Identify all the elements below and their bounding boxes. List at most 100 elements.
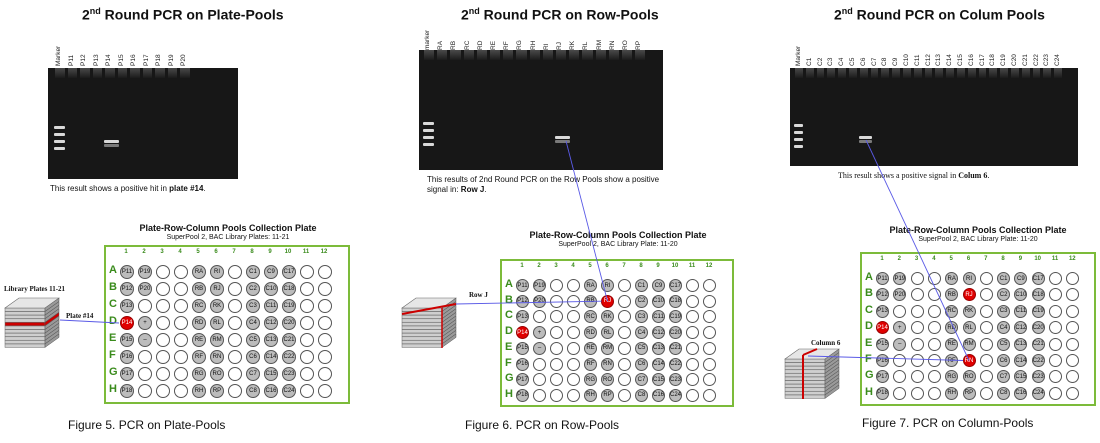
plate-well: C12 xyxy=(264,316,278,330)
lane-label: RJ xyxy=(556,42,563,50)
positive-band xyxy=(555,136,571,139)
gel-well xyxy=(913,68,922,78)
lane-label: C20 xyxy=(1011,54,1018,66)
stack-plate xyxy=(401,318,443,323)
plate-column-number: 12 xyxy=(1068,256,1076,262)
lane-label: C13 xyxy=(935,54,943,66)
plate-well xyxy=(550,310,563,324)
gel-well xyxy=(117,68,127,78)
plate-well xyxy=(550,373,563,387)
lane-label: P12 xyxy=(80,54,87,66)
plate-well xyxy=(533,310,546,324)
plate-well xyxy=(300,367,314,381)
plate-well xyxy=(156,282,170,296)
plate-well: P18 xyxy=(516,388,529,402)
gel-well xyxy=(516,50,527,60)
plate-well xyxy=(893,354,907,367)
lane-label: RA xyxy=(437,40,445,50)
plate-well: P13 xyxy=(120,299,134,313)
plate-well: C24 xyxy=(669,388,682,402)
plate-well: C14 xyxy=(652,357,665,371)
plate-well xyxy=(927,288,941,302)
plate-well xyxy=(910,386,924,400)
plate-column-number: 1 xyxy=(880,256,884,262)
plate-well xyxy=(228,384,242,398)
plate-well: RL xyxy=(962,321,976,335)
lane-label: RN xyxy=(608,40,616,50)
plate-row-letter: E xyxy=(865,336,873,349)
lane-label: marker xyxy=(424,29,431,50)
lane-label: C8 xyxy=(881,57,889,66)
plate-well: RC xyxy=(584,310,597,324)
plate-row-letter: B xyxy=(865,287,873,300)
plate-well: C7 xyxy=(246,367,260,381)
panel1-figure-caption: Figure 5. PCR on Plate-Pools xyxy=(68,418,226,432)
plate-row-letter: F xyxy=(109,349,116,361)
plate-column-number: 12 xyxy=(705,263,713,269)
plate-well: P16 xyxy=(876,354,889,367)
lane-label: P11 xyxy=(67,54,75,66)
plate-well xyxy=(318,333,332,347)
plate-well xyxy=(618,388,631,402)
plate-well xyxy=(156,367,170,381)
plate-well xyxy=(174,299,188,313)
plate-well: C5 xyxy=(246,333,260,347)
plate-well xyxy=(1049,386,1062,400)
plate-column-number: 7 xyxy=(232,249,236,255)
plate-column-number: 4 xyxy=(932,256,936,262)
gel-well xyxy=(622,50,633,60)
plate-well: C17 xyxy=(1031,272,1045,285)
stack-plate xyxy=(401,325,443,330)
plate-well xyxy=(927,304,941,318)
plate-well: P17 xyxy=(516,373,529,387)
plate-well xyxy=(927,354,941,367)
plate-column-number: 4 xyxy=(571,263,575,269)
plate-well xyxy=(567,310,580,324)
plate-well xyxy=(318,282,332,296)
plate-column-number: 8 xyxy=(639,263,643,269)
plate-well xyxy=(893,386,907,400)
plate-row-letter: G xyxy=(109,366,118,378)
plate-well: C2 xyxy=(997,288,1011,302)
plate-well xyxy=(910,370,924,384)
panel1-library-stack xyxy=(4,297,60,348)
plate-well: P14 xyxy=(876,321,889,335)
plate-well: C3 xyxy=(635,310,648,324)
plate-well xyxy=(618,326,631,340)
plate-well xyxy=(228,367,242,381)
plate-column-number: 2 xyxy=(142,249,146,255)
stack-plate xyxy=(784,394,826,399)
stack-plate xyxy=(784,391,826,396)
gel-well xyxy=(957,68,965,78)
plate-well xyxy=(686,294,699,308)
plate-well xyxy=(318,367,332,381)
plate-well xyxy=(550,326,563,340)
stack-plate xyxy=(784,380,826,385)
gel-well xyxy=(582,50,593,60)
lane-label: C6 xyxy=(859,57,867,66)
plate-well: RN xyxy=(962,354,976,367)
plate-well: C4 xyxy=(997,321,1011,335)
gel-well xyxy=(978,68,987,78)
plate-well xyxy=(618,357,631,371)
marker-band xyxy=(794,145,803,148)
plate-row-letter: G xyxy=(865,369,874,382)
plate-well xyxy=(174,282,188,296)
plate-well: C10 xyxy=(1014,288,1028,302)
lane-label: P18 xyxy=(155,54,162,66)
lane-label: C14 xyxy=(946,54,954,66)
plate-well: P11 xyxy=(516,279,529,292)
gel-well xyxy=(556,50,567,60)
plate-well: C8 xyxy=(997,386,1011,400)
plate-column-number: 3 xyxy=(914,256,919,262)
gel-well xyxy=(167,68,177,78)
plate-well xyxy=(686,310,699,324)
plate-well: C19 xyxy=(1031,304,1045,318)
plate-row-letter: H xyxy=(505,387,513,400)
stack-plate xyxy=(4,332,46,337)
plate-well xyxy=(300,333,314,347)
plate-well xyxy=(1066,304,1080,318)
plate-well: P16 xyxy=(516,357,529,371)
